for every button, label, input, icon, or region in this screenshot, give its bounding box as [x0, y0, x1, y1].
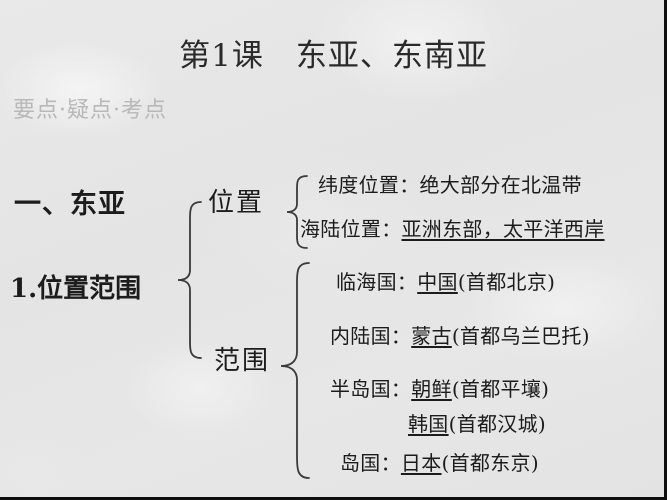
detail-row-island-country: 岛国：日本(首都东京) [340, 447, 539, 476]
detail-row-peninsula-country-2: 韩国(首都汉城) [408, 408, 546, 437]
detail-suffix: (首都东京) [441, 451, 539, 475]
topic-heading-weizhifanwei: 1.位置范围 [10, 274, 142, 304]
detail-value: 绝大部分在北温带 [419, 173, 582, 197]
branch-label-fanwei: 范围 [214, 346, 271, 376]
weizhi-brace [286, 175, 308, 249]
detail-row-landlocked-country: 内陆国：蒙古(首都乌兰巴托) [330, 320, 590, 349]
detail-prefix: 岛国： [340, 451, 401, 475]
detail-row-latitude: 纬度位置：绝大部分在北温带 [318, 169, 582, 198]
detail-row-sealand: 海陆位置：亚洲东部，太平洋西岸 [300, 213, 605, 242]
detail-prefix: 纬度位置： [318, 173, 420, 197]
detail-row-coastal-country: 临海国：中国(首都北京) [336, 266, 555, 295]
fanwei-brace [280, 262, 310, 479]
page-subtitle: 要点·疑点·考点 [13, 98, 167, 123]
detail-prefix: 临海国： [336, 270, 418, 294]
detail-suffix: (首都北京) [457, 270, 556, 294]
branch-label-weizhi: 位置 [208, 188, 265, 218]
detail-value: 蒙古 [411, 324, 452, 348]
detail-value: 中国 [417, 270, 458, 294]
detail-value: 亚洲东部，太平洋西岸 [401, 217, 605, 241]
detail-suffix: (首都乌兰巴托) [451, 324, 590, 348]
detail-prefix: 半岛国： [330, 377, 412, 401]
page-title: 第1课 东亚、东南亚 [179, 38, 488, 74]
detail-prefix: 内陆国： [330, 324, 412, 348]
detail-value: 韩国 [408, 412, 449, 436]
detail-value: 日本 [400, 451, 442, 475]
detail-suffix: (首都汉城) [448, 412, 547, 436]
detail-row-peninsula-country: 半岛国：朝鲜(首都平壤) [330, 373, 549, 402]
detail-prefix: 海陆位置： [300, 217, 402, 241]
detail-value: 朝鲜 [411, 377, 452, 401]
section-heading-dongya: 一、东亚 [14, 189, 126, 220]
detail-suffix: (首都平壤) [451, 377, 550, 401]
main-brace [177, 201, 202, 359]
